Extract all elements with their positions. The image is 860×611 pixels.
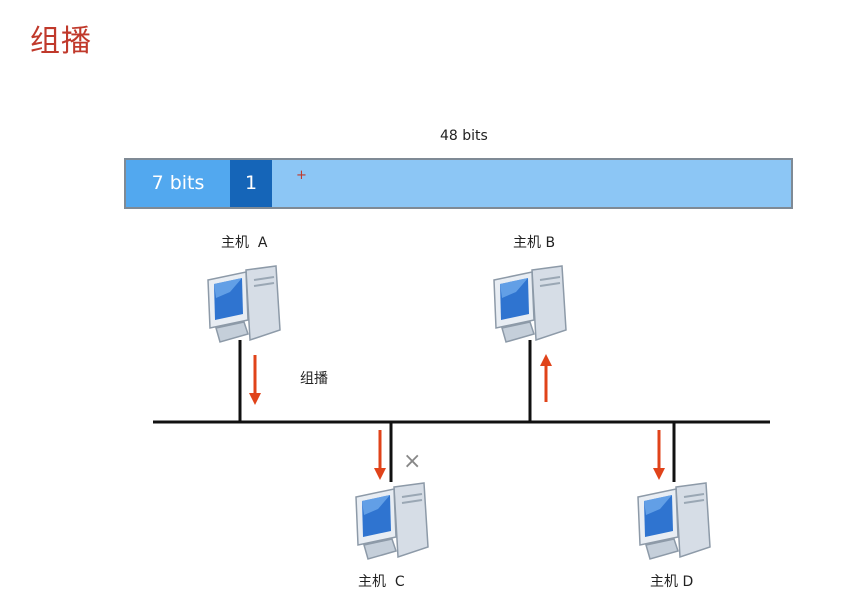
host-b-computer-icon xyxy=(488,262,570,344)
rejected-mark: × xyxy=(403,449,421,474)
host-d-computer-icon xyxy=(632,479,714,561)
host-a-computer-icon xyxy=(202,262,284,344)
host-c-computer-icon xyxy=(350,479,432,561)
